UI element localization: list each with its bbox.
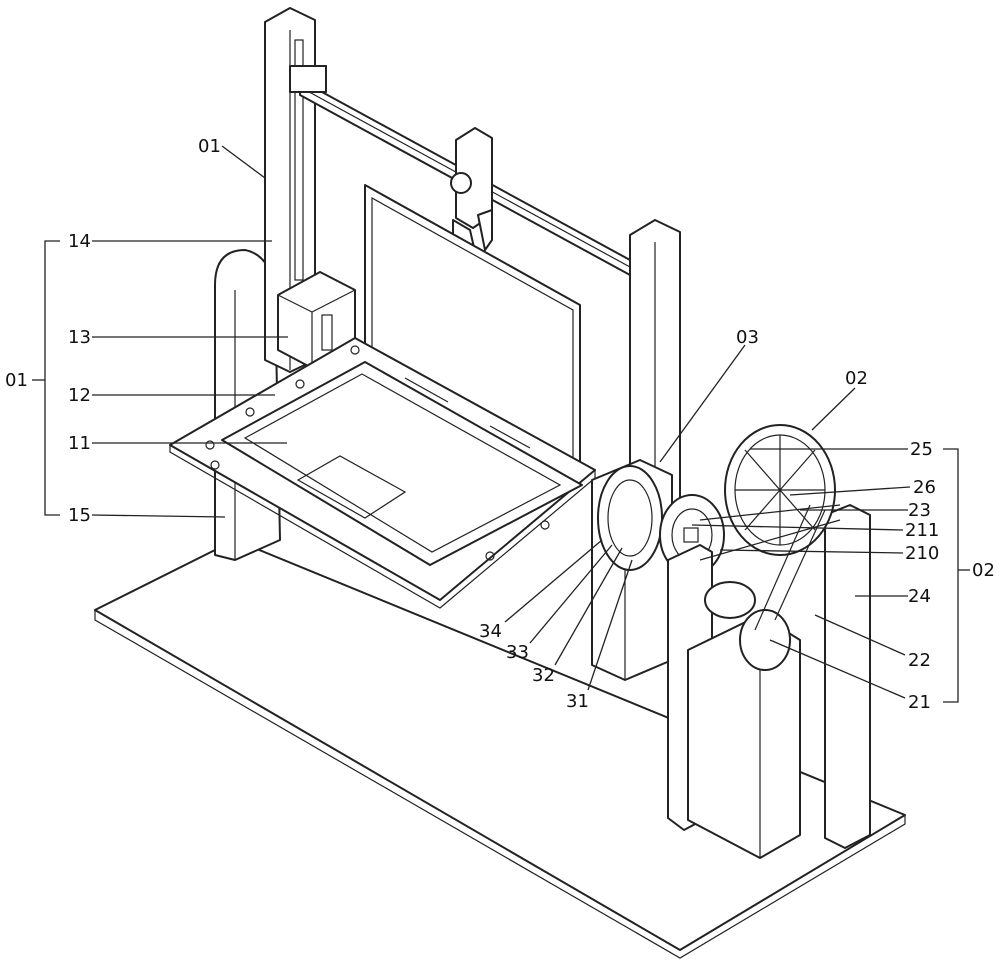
label-32: 32 [532, 665, 555, 686]
laptop-base [221, 361, 583, 566]
label-23: 23 [908, 500, 931, 521]
label-31: 31 [566, 691, 589, 712]
label-22: 22 [908, 650, 931, 671]
label-01-group: 01 [5, 370, 28, 391]
label-02-group: 02 [972, 560, 995, 581]
label-15: 15 [68, 505, 91, 526]
label-03: 03 [736, 327, 759, 348]
label-14: 14 [68, 231, 91, 252]
label-211: 211 [905, 520, 939, 541]
top-rail [289, 65, 631, 276]
label-34: 34 [479, 621, 502, 642]
label-24: 24 [908, 586, 931, 607]
label-26: 26 [913, 477, 936, 498]
label-21: 21 [908, 692, 931, 713]
label-210: 210 [905, 543, 939, 564]
label-12: 12 [68, 385, 91, 406]
label-11: 11 [68, 433, 91, 454]
label-33: 33 [506, 642, 529, 663]
rotation-unit [591, 459, 725, 681]
reference-labels: 01 14 13 12 11 15 01 03 02 25 26 23 211 … [5, 136, 995, 713]
label-01-frame: 01 [198, 136, 221, 157]
drive-unit [667, 424, 871, 859]
label-25: 25 [910, 439, 933, 460]
leader-lines [32, 145, 970, 703]
label-02-top: 02 [845, 368, 868, 389]
base-plate [94, 539, 906, 959]
label-13: 13 [68, 327, 91, 348]
